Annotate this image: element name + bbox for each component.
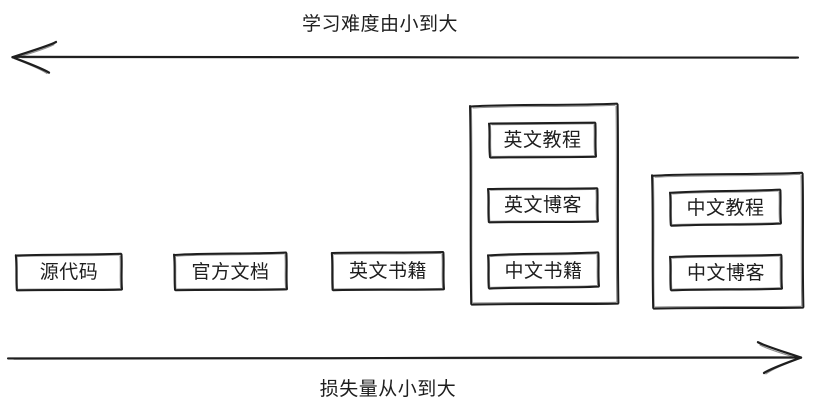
right-arrow-head-lower (762, 356, 803, 375)
left-arrow-head-upper-2 (14, 44, 55, 59)
right-arrow-head-upper (756, 341, 803, 359)
right-arrow-shaft-2 (13, 357, 799, 360)
left-arrow-head-lower-2 (13, 57, 48, 75)
left-arrow-shaft-2 (21, 57, 797, 59)
node-chinese-tutorials[interactable]: 中文教程 (668, 188, 783, 227)
node-label: 英文书籍 (348, 260, 427, 282)
node-chinese-books[interactable]: 中文书籍 (486, 251, 601, 290)
right-arrow-head-upper-2 (759, 344, 799, 359)
left-arrow-head-upper (11, 40, 58, 59)
node-label: 英文博客 (503, 194, 582, 216)
right-arrow-shaft (6, 356, 802, 360)
left-arrow-head-lower (11, 56, 51, 74)
top-axis-label: 学习难度由小到大 (301, 13, 458, 35)
node-label: 英文教程 (503, 129, 582, 151)
right-arrow-head-lower-2 (765, 358, 800, 375)
node-label: 官方文档 (191, 260, 270, 283)
node-english-tutorials[interactable]: 英文教程 (487, 121, 598, 159)
node-english-blogs[interactable]: 英文博客 (486, 186, 600, 224)
node-source-code[interactable]: 源代码 (14, 252, 124, 292)
node-chinese-blogs[interactable]: 中文博客 (668, 253, 784, 292)
bottom-axis-label: 损失量从小到大 (319, 378, 457, 400)
node-label: 源代码 (39, 261, 99, 283)
node-label: 中文书籍 (504, 259, 583, 282)
left-arrow-shaft (14, 55, 800, 59)
node-official-docs[interactable]: 官方文档 (172, 251, 289, 292)
node-label: 中文教程 (686, 196, 765, 219)
node-english-books[interactable]: 英文书籍 (330, 250, 446, 292)
node-label: 中文博客 (686, 261, 765, 284)
